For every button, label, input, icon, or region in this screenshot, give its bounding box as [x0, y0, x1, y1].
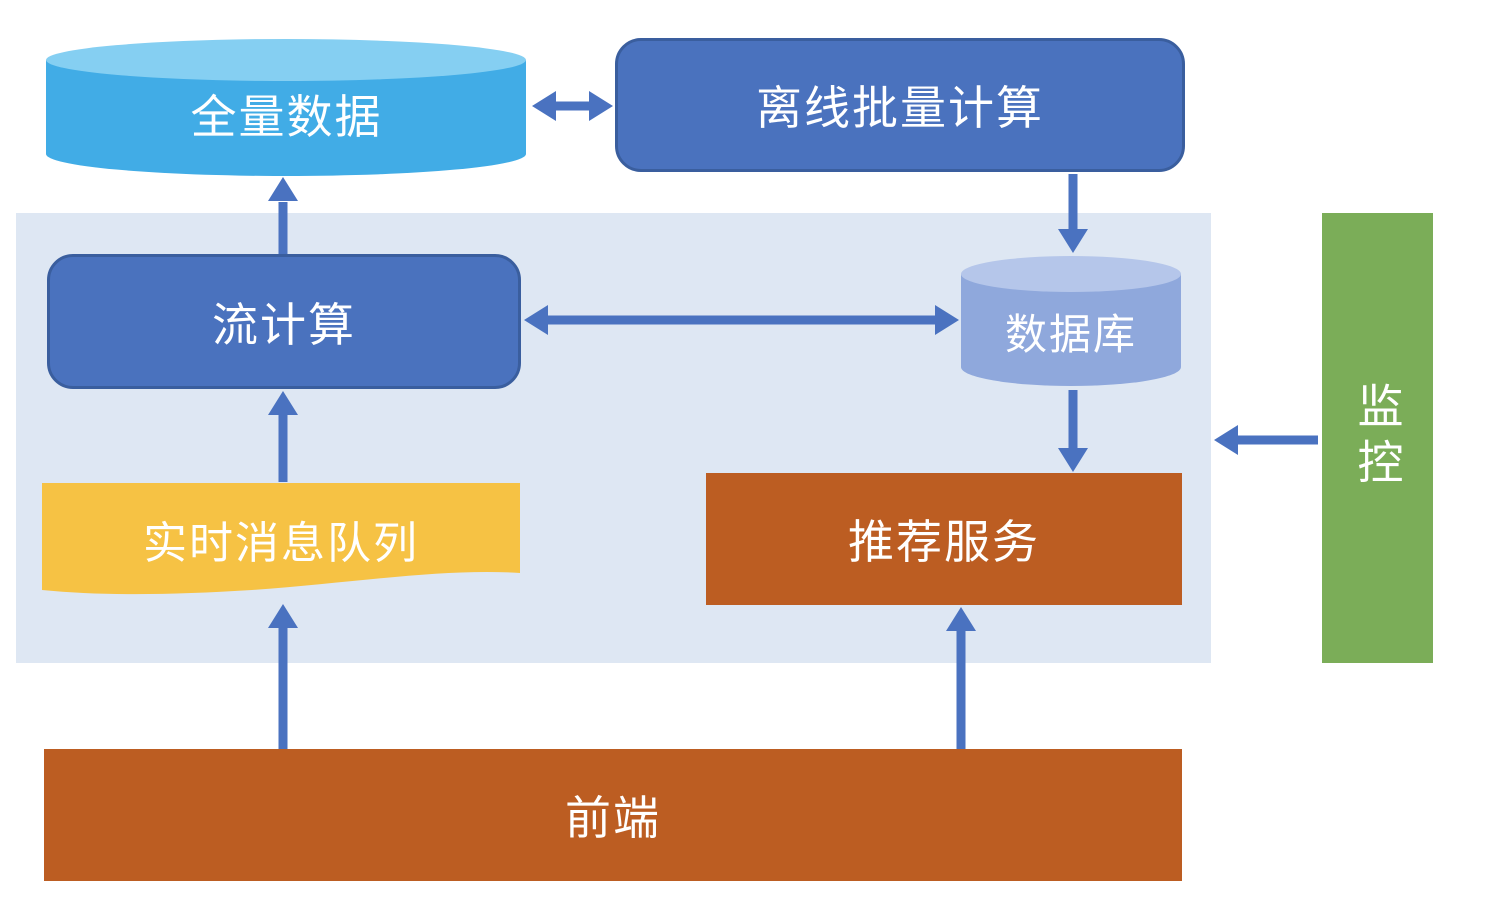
recommend-service-label: 推荐服务	[848, 516, 1040, 568]
arrow-fulldata-offline-bidirectional	[532, 91, 613, 121]
node-database: 数据库	[960, 255, 1182, 387]
cylinder-top	[46, 39, 526, 81]
frontend-label: 前端	[565, 792, 661, 844]
offline-batch-label: 离线批量计算	[756, 82, 1044, 134]
node-frontend: 前端	[44, 749, 1182, 881]
stream-compute-label: 流计算	[212, 298, 356, 351]
database-cylinder-shape	[961, 256, 1181, 386]
cylinder-top	[961, 256, 1181, 292]
node-stream-compute: 流计算	[47, 254, 521, 389]
full-data-cylinder-shape	[46, 39, 526, 176]
full-data-label: 全量数据	[190, 91, 383, 143]
node-recommend-service: 推荐服务	[706, 473, 1182, 605]
node-full-data: 全量数据	[45, 37, 528, 178]
node-monitor: 监控	[1322, 213, 1433, 663]
realtime-queue-label: 实时消息队列	[143, 519, 419, 568]
wave-body	[42, 483, 520, 595]
cylinder-body	[961, 274, 1181, 386]
node-realtime-queue: 实时消息队列	[42, 483, 520, 599]
arrow-monitor-to-platform	[1214, 425, 1318, 455]
node-offline-batch: 离线批量计算	[615, 38, 1185, 172]
cylinder-body	[46, 60, 526, 176]
monitor-label: 监控	[1351, 382, 1404, 494]
queue-wave-shape	[42, 483, 520, 595]
database-label: 数据库	[1004, 311, 1137, 358]
